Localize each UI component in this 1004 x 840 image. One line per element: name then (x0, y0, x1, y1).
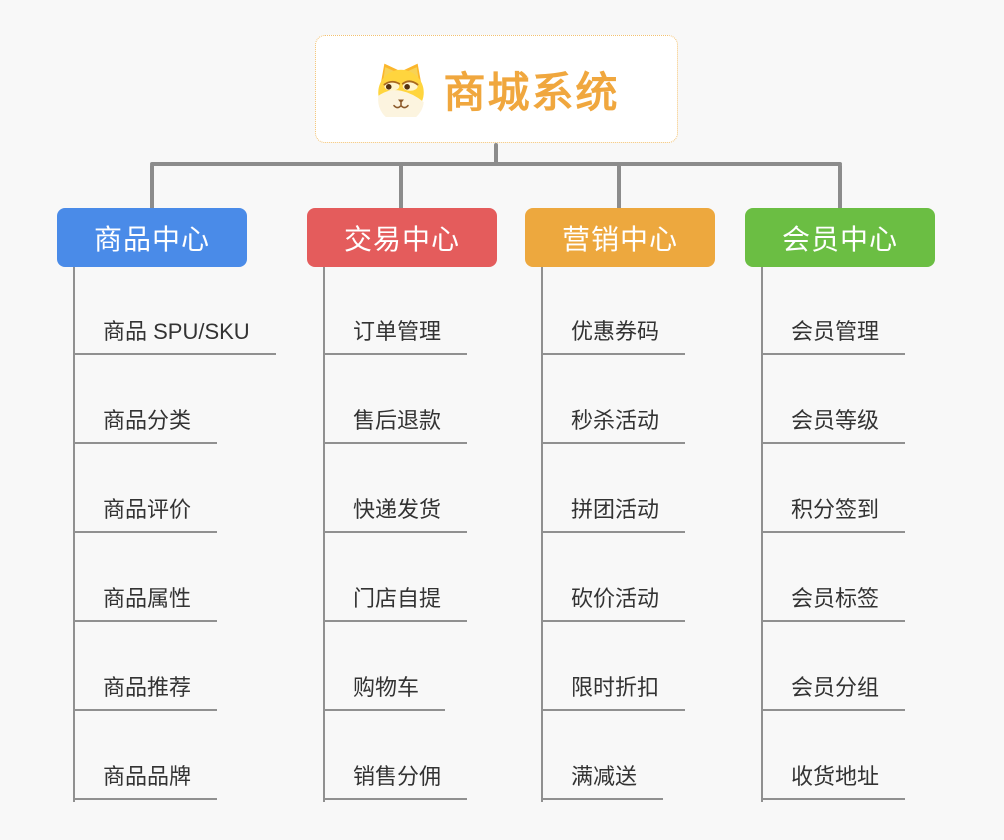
subtopic[interactable]: 售后退款 (323, 400, 468, 444)
branch-member-center: 会员中心 会员管理 会员等级 积分签到 会员标签 会员分组 收货地址 (745, 208, 935, 808)
branch-topic-label: 商品中心 (93, 223, 210, 255)
connector-drop-member (838, 164, 842, 210)
connector-drop-marketing (617, 164, 621, 210)
root-topic[interactable]: 商城系统 (315, 35, 678, 143)
doge-icon (378, 63, 425, 117)
subtopic[interactable]: 门店自提 (323, 578, 468, 622)
subtopic[interactable]: 秒杀活动 (541, 400, 686, 444)
branch-topic-product[interactable]: 商品中心 (57, 208, 247, 267)
subtopic[interactable]: 商品推荐 (73, 667, 218, 711)
subtopic[interactable]: 购物车 (323, 667, 446, 711)
subtopic[interactable]: 限时折扣 (541, 667, 686, 711)
branch-topic-member[interactable]: 会员中心 (745, 208, 935, 267)
branch-topic-marketing[interactable]: 营销中心 (525, 208, 715, 267)
root-topic-label: 商城系统 (443, 68, 620, 116)
subtopic[interactable]: 收货地址 (761, 756, 906, 800)
subtopic[interactable]: 拼团活动 (541, 489, 686, 533)
branch-topic-label: 会员中心 (781, 223, 898, 255)
connector-trunk (494, 143, 498, 165)
subtopic[interactable]: 优惠券码 (541, 311, 686, 355)
subtopic[interactable]: 商品 SPU/SKU (73, 311, 276, 355)
subtopic[interactable]: 销售分佣 (323, 756, 468, 800)
subtopic[interactable]: 会员标签 (761, 578, 906, 622)
branch-marketing-center: 营销中心 优惠券码 秒杀活动 拼团活动 砍价活动 限时折扣 满减送 (525, 208, 715, 808)
branch-tree-line (541, 267, 543, 802)
subtopic[interactable]: 会员管理 (761, 311, 906, 355)
connector-drop-trade (399, 164, 403, 210)
branch-tree-line (73, 267, 75, 802)
subtopic[interactable]: 订单管理 (323, 311, 468, 355)
branch-tree-line (323, 267, 325, 802)
subtopic[interactable]: 商品品牌 (73, 756, 218, 800)
subtopic[interactable]: 商品分类 (73, 400, 218, 444)
subtopic[interactable]: 会员分组 (761, 667, 906, 711)
subtopic[interactable]: 积分签到 (761, 489, 906, 533)
subtopic[interactable]: 商品属性 (73, 578, 218, 622)
branch-tree-line (761, 267, 763, 802)
connector-horizontal-bar (150, 162, 842, 166)
branch-topic-label: 交易中心 (343, 223, 460, 255)
subtopic[interactable]: 商品评价 (73, 489, 218, 533)
branch-topic-trade[interactable]: 交易中心 (307, 208, 497, 267)
branch-product-center: 商品中心 商品 SPU/SKU 商品分类 商品评价 商品属性 商品推荐 商品品牌 (57, 208, 276, 808)
subtopic[interactable]: 快递发货 (323, 489, 468, 533)
subtopic[interactable]: 满减送 (541, 756, 664, 800)
subtopic[interactable]: 会员等级 (761, 400, 906, 444)
branch-trade-center: 交易中心 订单管理 售后退款 快递发货 门店自提 购物车 销售分佣 (307, 208, 497, 808)
branch-topic-label: 营销中心 (561, 223, 678, 255)
subtopic[interactable]: 砍价活动 (541, 578, 686, 622)
connector-drop-product (150, 164, 154, 210)
